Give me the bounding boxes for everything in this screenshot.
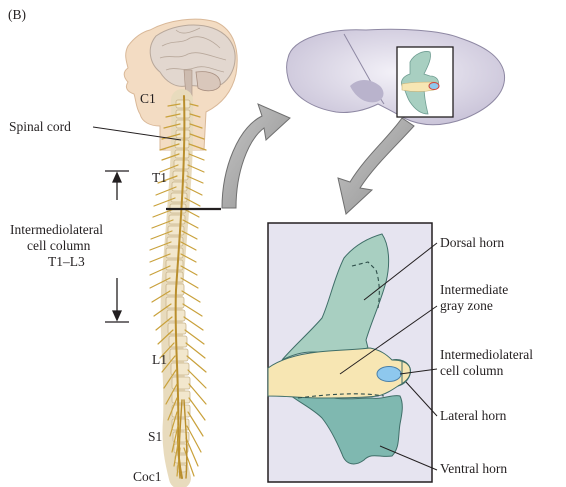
spinal-cord-cross-section xyxy=(287,29,505,124)
curved-arrow-to-section xyxy=(222,104,290,208)
label-column-line1: Intermediolateral xyxy=(10,222,103,237)
label-intermediate-line2: gray zone xyxy=(440,298,493,313)
label-iml-line2: cell column xyxy=(440,363,504,378)
t1-l3-range-bracket xyxy=(105,171,129,322)
label-column-line3: T1–L3 xyxy=(48,254,85,269)
label-spinal-cord: Spinal cord xyxy=(9,119,71,134)
gray-matter-inset xyxy=(268,223,432,482)
curved-arrow-to-inset xyxy=(338,118,414,214)
label-lateral-horn: Lateral horn xyxy=(440,408,507,423)
iml-nucleus xyxy=(377,367,401,382)
label-c1: C1 xyxy=(140,91,156,106)
label-l1: L1 xyxy=(152,352,167,367)
label-dorsal-horn: Dorsal horn xyxy=(440,235,504,250)
panel-label: (B) xyxy=(8,7,26,22)
label-intermediate-line1: Intermediate xyxy=(440,282,508,297)
label-iml-line1: Intermediolateral xyxy=(440,347,533,362)
label-ventral-horn: Ventral horn xyxy=(440,461,507,476)
label-s1: S1 xyxy=(148,429,162,444)
label-t1: T1 xyxy=(152,170,167,185)
label-coc1: Coc1 xyxy=(133,469,162,484)
label-column-line2: cell column xyxy=(27,238,91,253)
